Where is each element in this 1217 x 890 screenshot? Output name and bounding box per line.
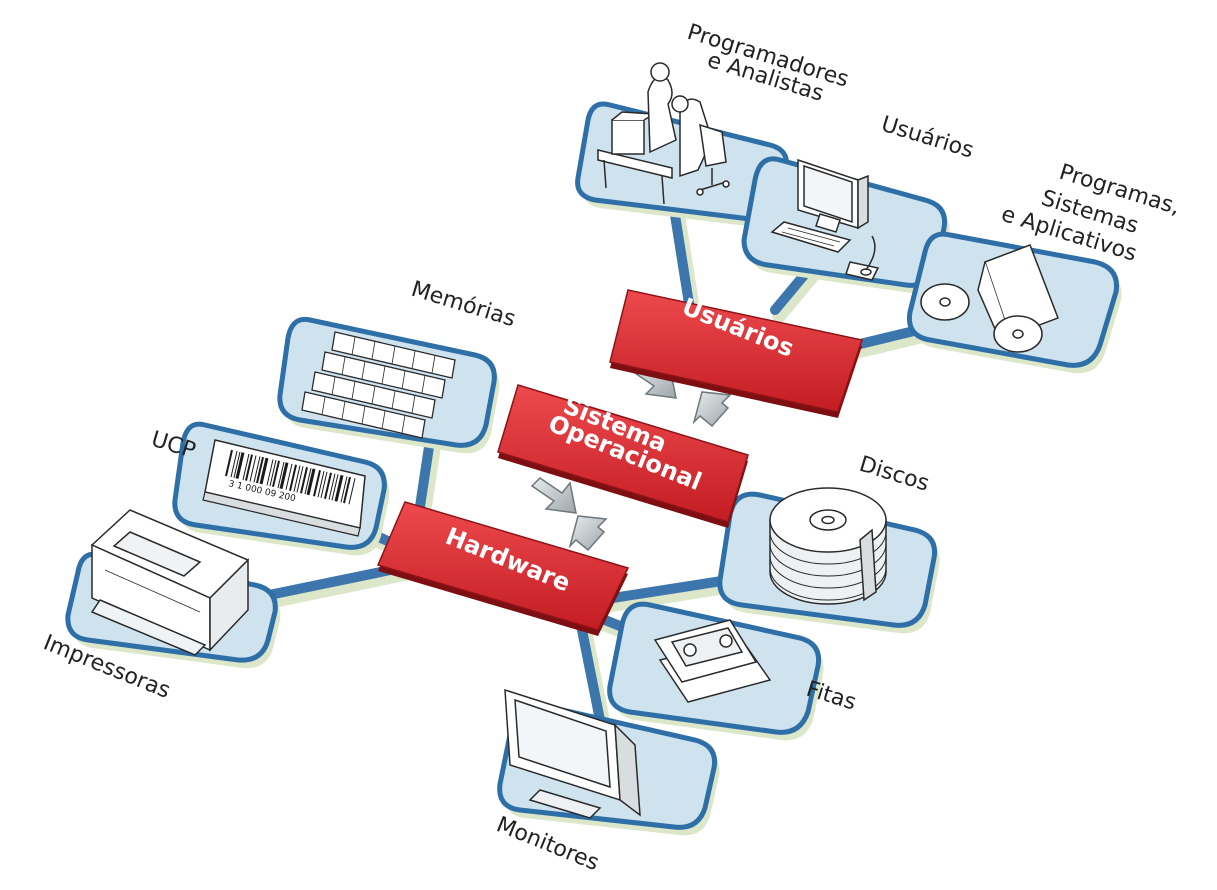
barcode-bar <box>317 471 325 498</box>
barcode-bar <box>269 460 277 487</box>
barcode-bar <box>249 455 257 482</box>
tape-cassettes-illustration <box>653 619 772 703</box>
barcode-bar <box>348 478 356 505</box>
arrow-up-icon <box>692 391 732 428</box>
barcode-bar <box>230 451 238 478</box>
barcode-bar <box>331 474 339 501</box>
barcode-bar <box>320 471 328 498</box>
label-discos: Discos <box>856 452 932 497</box>
programmers-illustration <box>597 62 730 205</box>
memory-modules-illustration <box>301 331 456 439</box>
barcode-bar <box>235 452 245 479</box>
barcode-bar <box>300 467 308 494</box>
barcode-bar <box>285 463 293 490</box>
barcode-bar <box>242 453 250 481</box>
label-usuarios: Usuários <box>878 112 976 164</box>
barcode-bar <box>233 451 241 478</box>
barcode-bar <box>259 457 269 485</box>
barcode-bar <box>245 454 253 481</box>
barcode-bar <box>266 459 274 486</box>
barcode-bar <box>296 466 304 493</box>
ucp-chip-illustration: 3 1 000 09 200 <box>202 439 366 537</box>
barcode-bar <box>304 468 312 495</box>
barcode-bar <box>256 456 264 484</box>
barcode-bar <box>313 470 321 497</box>
label-memorias: Memórias <box>408 277 518 332</box>
barcode-bar <box>324 472 332 499</box>
arrow-up-icon <box>568 515 608 552</box>
barcode-bar <box>293 465 301 492</box>
desktop-computer-illustration <box>770 158 880 281</box>
arrow-down-icon <box>530 477 577 514</box>
barcode-bar <box>272 460 280 488</box>
monitor-illustration <box>504 688 641 819</box>
block-usuarios: Usuários <box>609 289 863 418</box>
barcode-bar <box>328 473 336 500</box>
barcode-bar <box>289 464 297 491</box>
barcode-bar <box>343 476 351 504</box>
barcode-bar <box>225 449 233 477</box>
barcode-bar <box>334 474 344 502</box>
barcode-bar <box>340 476 348 503</box>
barcode-bar <box>306 468 316 496</box>
barcode-bar <box>253 456 261 483</box>
barcode-bar <box>279 462 289 489</box>
block-hardware: Hardware <box>376 501 630 636</box>
software-discs-illustration <box>920 244 1059 353</box>
barcode-bar <box>277 461 285 489</box>
printer-illustration <box>90 509 250 656</box>
disk-stack-illustration <box>769 487 887 605</box>
